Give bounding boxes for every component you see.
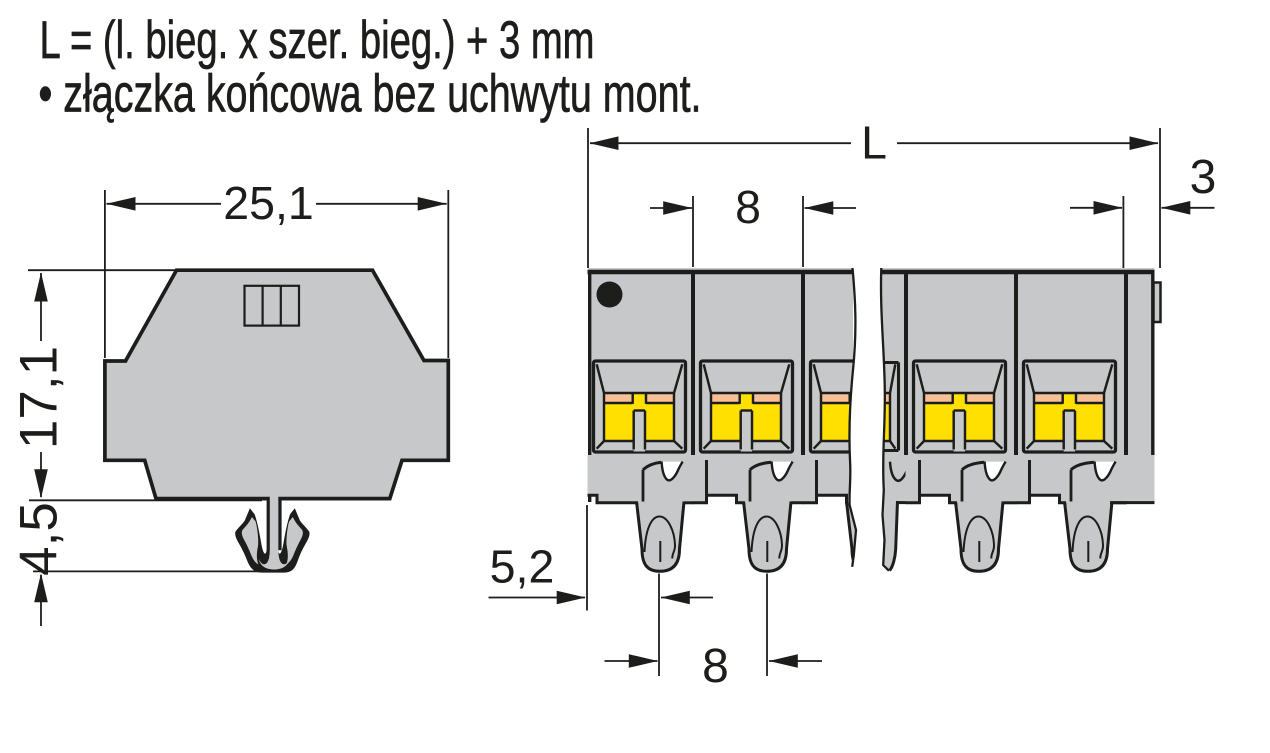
svg-text:L = (l. bieg. x szer. bieg.) +: L = (l. bieg. x szer. bieg.) + 3 mm [40, 11, 595, 70]
svg-text:17,1: 17,1 [10, 346, 69, 449]
svg-text:8: 8 [702, 640, 729, 693]
svg-text:8: 8 [735, 181, 761, 233]
svg-text:5,2: 5,2 [490, 541, 555, 593]
svg-text:4,5: 4,5 [10, 502, 69, 576]
svg-text:3: 3 [1190, 151, 1217, 204]
svg-text:25,1: 25,1 [223, 177, 314, 229]
svg-text:L: L [861, 117, 887, 169]
svg-text:• złączka końcowa bez uchwytu: • złączka końcowa bez uchwytu mont. [39, 64, 702, 123]
